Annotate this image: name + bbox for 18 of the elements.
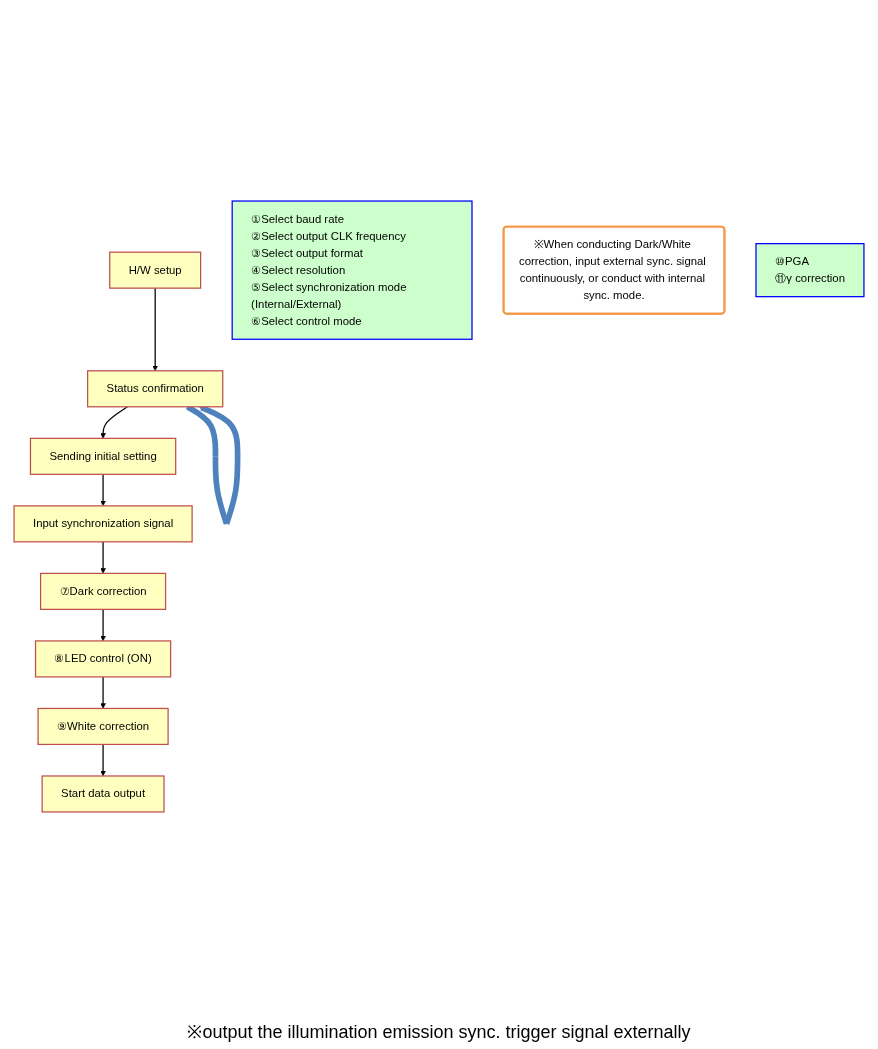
node-box: Input synchronization signal	[13, 505, 193, 543]
arrow	[100, 676, 106, 709]
node-box: H/W setup	[109, 251, 202, 289]
node-box: Start data output	[41, 775, 165, 813]
arrow	[100, 541, 106, 574]
node-box: ①Select baud rate ②Select output CLK frequency ③Select output format ④Select resolution ⑤Select synchronization mode (Internal/External) ⑥Select control mode	[231, 200, 473, 340]
note-text: ※output the illumination emission sync. trigger signal externally	[187, 1021, 691, 1043]
node-box: ⑩PGA ⑪γ correction	[755, 243, 865, 298]
arrow	[100, 473, 106, 507]
node-box: Sending initial setting	[29, 437, 177, 475]
arrow	[100, 743, 106, 777]
node-box: ⑨White correction	[37, 707, 169, 746]
node-box: ⑧LED control (ON)	[34, 640, 172, 678]
arrow	[152, 287, 158, 372]
arrow	[100, 406, 129, 439]
node-box: Status confirmation	[87, 370, 224, 408]
node-box: ⑦Dark correction	[39, 572, 167, 610]
arrow	[100, 608, 106, 642]
